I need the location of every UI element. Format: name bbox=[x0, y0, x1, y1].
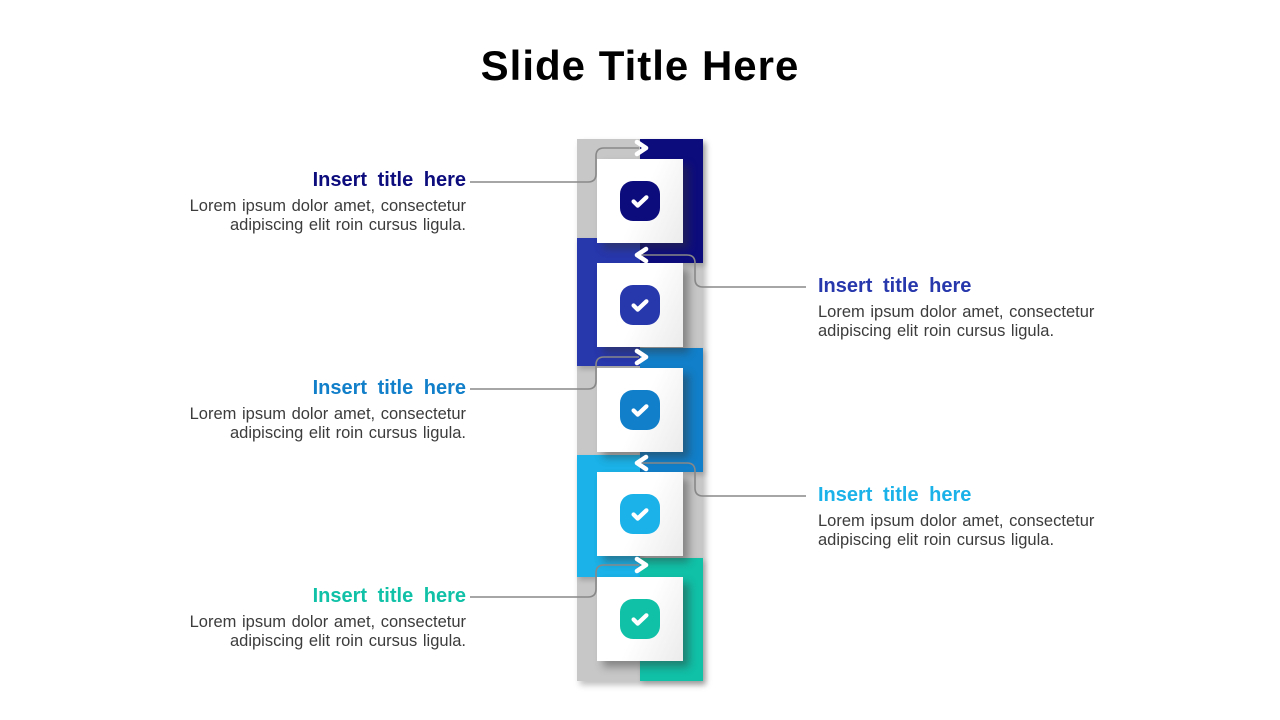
item-body: Lorem ipsum dolor amet, consectetur adip… bbox=[189, 197, 466, 234]
step-card-5 bbox=[597, 577, 683, 661]
step-card-2 bbox=[597, 263, 683, 347]
step-card-4 bbox=[597, 472, 683, 556]
step-card-1 bbox=[597, 159, 683, 243]
item-text-block: Insert title here Lorem ipsum dolor amet… bbox=[126, 376, 466, 443]
item-title: Insert title here bbox=[818, 275, 972, 297]
item-title: Insert title here bbox=[312, 377, 466, 399]
item-text-block: Insert title here Lorem ipsum dolor amet… bbox=[818, 274, 1158, 341]
item-body: Lorem ipsum dolor amet, consectetur adip… bbox=[818, 512, 1095, 549]
check-icon bbox=[631, 299, 649, 312]
item-body: Lorem ipsum dolor amet, consectetur adip… bbox=[189, 613, 466, 650]
item-text-block: Insert title here Lorem ipsum dolor amet… bbox=[126, 584, 466, 651]
item-text-block: Insert title here Lorem ipsum dolor amet… bbox=[126, 168, 466, 235]
check-icon bbox=[631, 195, 649, 208]
process-diagram bbox=[577, 139, 703, 681]
check-icon bbox=[631, 508, 649, 521]
item-title: Insert title here bbox=[312, 585, 466, 607]
item-text-block: Insert title here Lorem ipsum dolor amet… bbox=[818, 483, 1158, 550]
item-body: Lorem ipsum dolor amet, consectetur adip… bbox=[189, 405, 466, 442]
check-badge bbox=[620, 285, 660, 325]
check-badge bbox=[620, 181, 660, 221]
item-title: Insert title here bbox=[818, 484, 972, 506]
item-title: Insert title here bbox=[312, 169, 466, 191]
slide-title: Slide Title Here bbox=[480, 42, 800, 89]
check-badge bbox=[620, 390, 660, 430]
check-badge bbox=[620, 599, 660, 639]
check-icon bbox=[631, 613, 649, 626]
check-icon bbox=[631, 404, 649, 417]
item-body: Lorem ipsum dolor amet, consectetur adip… bbox=[818, 303, 1095, 340]
check-badge bbox=[620, 494, 660, 534]
step-card-3 bbox=[597, 368, 683, 452]
